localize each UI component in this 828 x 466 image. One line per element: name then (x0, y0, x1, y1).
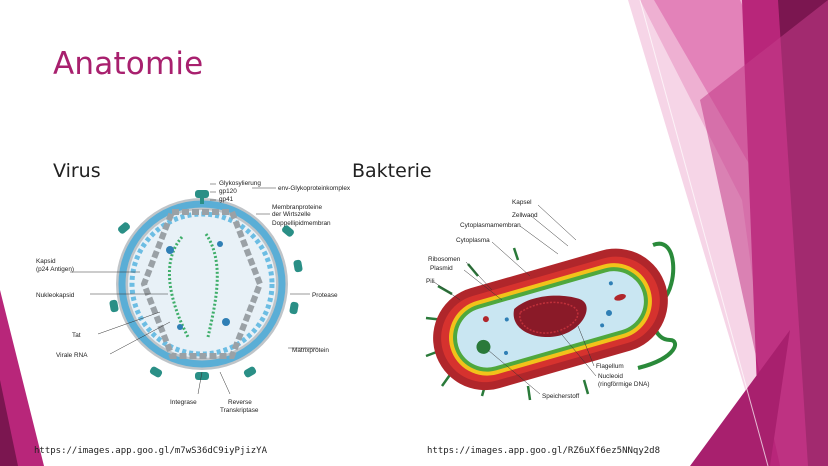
label-env-komplex: env-Glykoproteinkomplex (278, 185, 351, 192)
bacterium-diagram: Kapsel Zellwand Cytoplasmamembran Cytopl… (425, 199, 678, 401)
env-glycoprotein-spikes (109, 190, 303, 380)
slide-title: Anatomie (53, 46, 204, 82)
label-gp120: gp120 (219, 188, 237, 195)
label-cytoplasma: Cytoplasma (456, 237, 490, 244)
label-ribosomen: Ribosomen (428, 256, 461, 263)
label-gp41: gp41 (219, 196, 234, 203)
label-plasmid: Plasmid (430, 265, 453, 272)
label-speicherstoff: Speicherstoff (542, 393, 579, 400)
label-nucleoid-1: Nucleoid (598, 373, 623, 380)
label-kapsid-1: Kapsid (36, 258, 56, 265)
label-nucleoid-2: (ringförmige DNA) (598, 381, 650, 388)
label-kapsel: Kapsel (512, 199, 532, 206)
virus-diagram: Glykosylierung gp120 gp41 env-Glykoprote… (36, 180, 351, 414)
label-reverse-1: Reverse (228, 399, 252, 406)
label-pili: Pili (426, 278, 435, 285)
label-membranproteine-1: Membranproteine (272, 204, 323, 211)
label-glykosylierung: Glykosylierung (219, 180, 261, 187)
label-matrixprotein: Matrixprotein (292, 347, 329, 354)
bacterium-image-source-link[interactable]: https://images.app.goo.gl/RZ6uXf6ez5NNqy… (427, 446, 660, 456)
label-virale-rna: Virale RNA (56, 352, 88, 359)
label-kapsid-2: (p24 Antigen) (36, 266, 74, 273)
label-membranproteine-2: der Wirtszelle (272, 211, 311, 218)
label-tat: Tat (72, 332, 81, 339)
label-cytoplasmamembran: Cytoplasmamembran (460, 222, 521, 229)
label-protease: Protease (312, 292, 338, 299)
virus-image-source-link[interactable]: https://images.app.goo.gl/m7wS36dC9iyPji… (34, 446, 267, 456)
label-flagellum: Flagellum (596, 363, 624, 370)
label-nukleokapsid: Nukleokapsid (36, 292, 75, 299)
bacterial-cell (433, 248, 668, 391)
label-integrase: Integrase (170, 399, 197, 406)
label-zellwand: Zellwand (512, 212, 538, 219)
virus-particle (116, 198, 288, 370)
label-doppellipidmembran: Doppellipidmembran (272, 220, 331, 227)
label-reverse-2: Transkriptase (220, 407, 259, 414)
bacterium-heading: Bakterie (352, 160, 432, 182)
virus-heading: Virus (53, 160, 101, 182)
